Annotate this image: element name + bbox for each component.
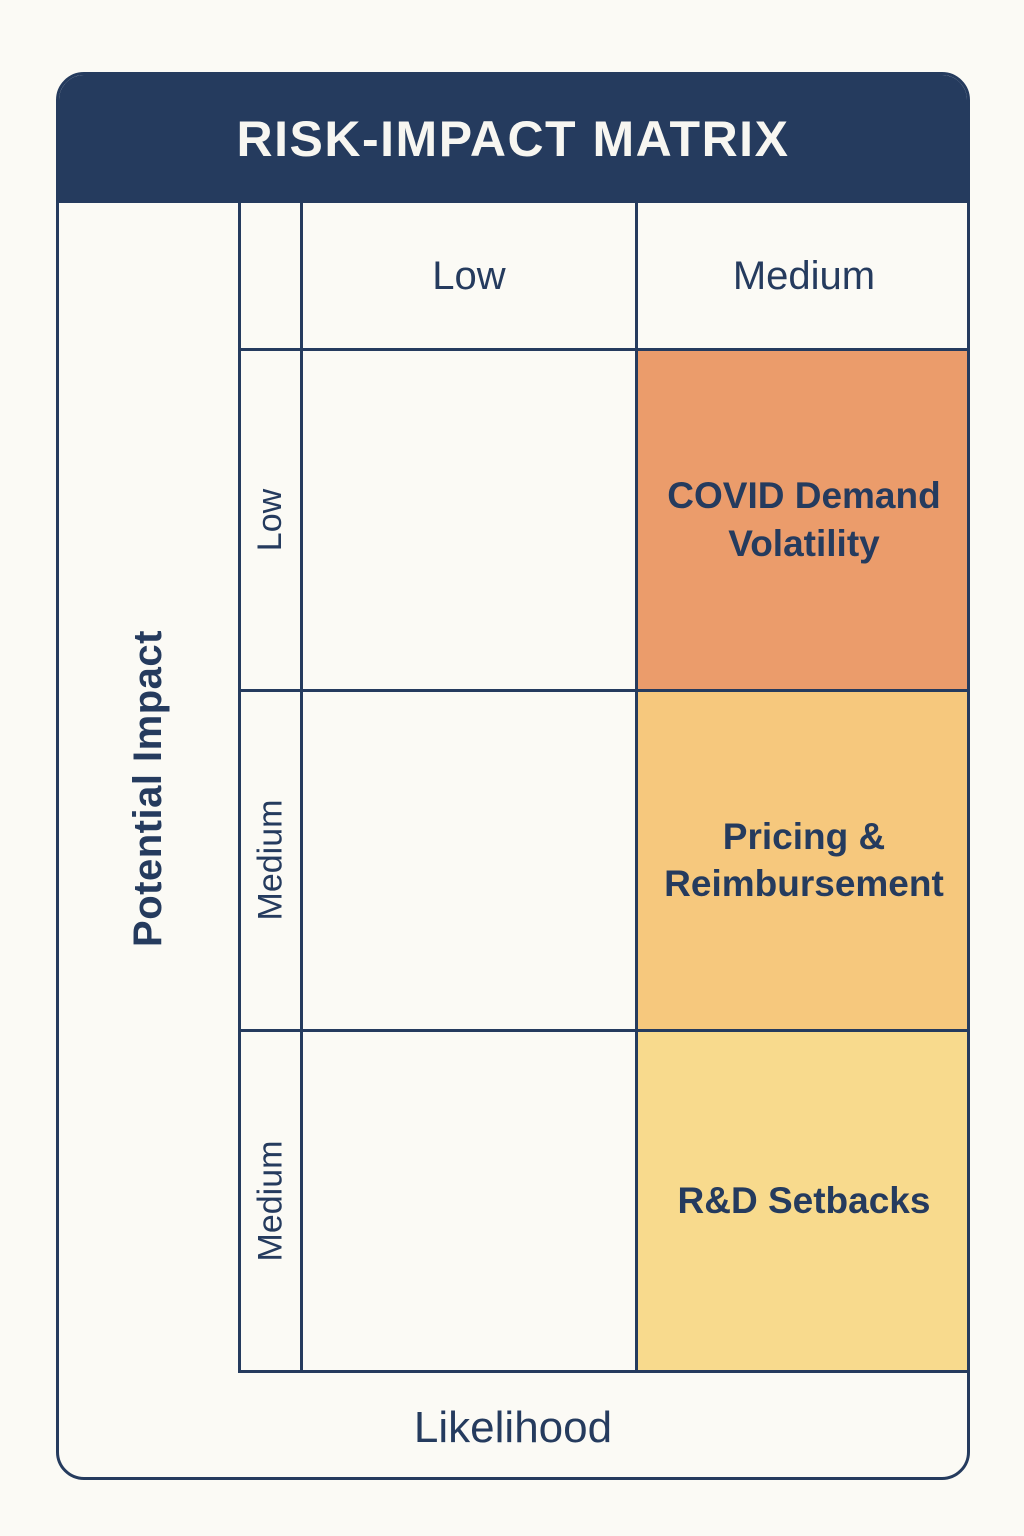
- page-title: RISK-IMPACT MATRIX: [236, 111, 790, 167]
- matrix-row: Medium Pricing & Reimbursement: [238, 691, 967, 1033]
- column-header-row: Low Medium: [238, 203, 967, 351]
- column-header-medium: Medium: [635, 203, 967, 348]
- row-label-text: Medium: [251, 1140, 290, 1262]
- cell-low-medium-lower[interactable]: [300, 1032, 635, 1370]
- y-axis-label: Potential Impact: [59, 203, 238, 1373]
- title-bar: RISK-IMPACT MATRIX: [59, 75, 967, 203]
- matrix-body: Potential Impact Low Medium Low COVID De…: [59, 203, 967, 1477]
- row-label-impact-medium-1: Medium: [238, 691, 300, 1030]
- column-header-low: Low: [300, 203, 635, 348]
- cell-low-medium[interactable]: [300, 691, 635, 1030]
- cell-medium-medium-lower[interactable]: R&D Setbacks: [635, 1032, 967, 1370]
- grid-corner-cell: [238, 203, 300, 348]
- matrix-grid: Low Medium Low COVID Demand Volatility M…: [238, 203, 967, 1373]
- matrix-row: Low COVID Demand Volatility: [238, 351, 967, 692]
- row-label-impact-low: Low: [238, 351, 300, 689]
- row-label-text: Low: [251, 488, 290, 552]
- cell-medium-low[interactable]: COVID Demand Volatility: [635, 351, 967, 689]
- cell-low-low[interactable]: [300, 351, 635, 689]
- x-axis-label: Likelihood: [59, 1373, 967, 1477]
- row-label-text: Medium: [251, 800, 290, 921]
- matrix-row: Medium R&D Setbacks: [238, 1032, 967, 1373]
- cell-medium-medium[interactable]: Pricing & Reimbursement: [635, 691, 967, 1030]
- y-axis-label-text: Potential Impact: [126, 629, 171, 947]
- x-axis-label-text: Likelihood: [413, 1403, 613, 1452]
- row-label-impact-medium-2: Medium: [238, 1032, 300, 1370]
- risk-matrix-card: RISK-IMPACT MATRIX Potential Impact Low …: [56, 72, 970, 1480]
